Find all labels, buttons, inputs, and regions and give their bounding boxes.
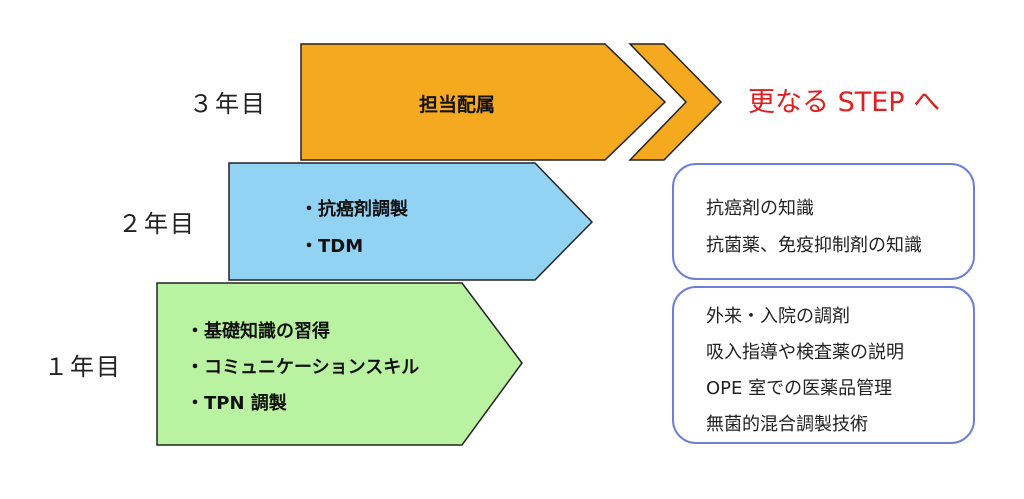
- box-line: 外来・入院の調剤: [706, 306, 850, 327]
- knowledge-box-lower: 外来・入院の調剤 吸入指導や検査薬の説明 OPE 室での医薬品管理 無菌的混合調…: [672, 286, 975, 444]
- next-chevron: [628, 43, 723, 161]
- year2-arrow: [228, 162, 594, 281]
- box-line: 吸入指導や検査薬の説明: [706, 342, 904, 363]
- year1-label: １年目: [44, 353, 122, 381]
- year3-title: 担当配属: [419, 94, 496, 116]
- year2-item: ・抗癌剤調製: [300, 199, 408, 220]
- knowledge-box-upper: 抗癌剤の知識 抗菌薬、免疫抑制剤の知識: [672, 163, 975, 280]
- year2-label: ２年目: [118, 210, 196, 238]
- year2-items: ・抗癌剤調製 ・TDM: [300, 191, 408, 265]
- year1-arrow: [156, 282, 523, 446]
- year1-item: ・基礎知識の習得: [186, 321, 330, 342]
- year1-items: ・基礎知識の習得 ・コミュニケーションスキル ・TPN 調製: [186, 314, 419, 422]
- year1-item: ・TPN 調製: [186, 393, 287, 414]
- year2-item: ・TDM: [300, 236, 364, 257]
- year3-arrow: [300, 43, 667, 161]
- box-line: OPE 室での医薬品管理: [706, 378, 893, 399]
- year1-item: ・コミュニケーションスキル: [186, 357, 420, 378]
- box-line: 抗菌薬、免疫抑制剤の知識: [706, 235, 922, 256]
- box-line: 抗癌剤の知識: [706, 198, 814, 219]
- year3-label: ３年目: [189, 90, 267, 118]
- box-line: 無菌的混合調製技術: [706, 414, 868, 435]
- next-step-text: 更なる STEP へ: [748, 87, 941, 118]
